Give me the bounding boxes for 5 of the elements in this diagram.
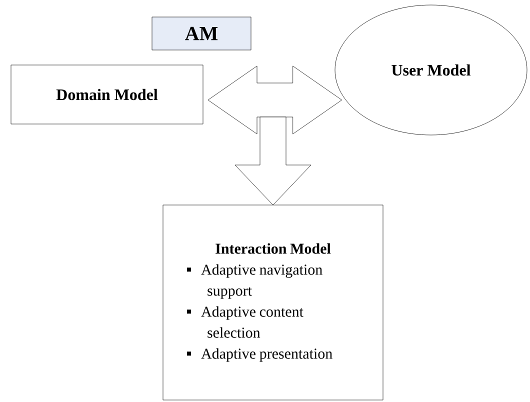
am-box: AM <box>152 16 252 50</box>
domain-model-box: Domain Model <box>10 64 204 124</box>
double-block-arrow <box>208 66 342 134</box>
block-arrow <box>234 116 312 206</box>
interaction-model-box: Interaction Model Adaptive navigation support Adaptive content selection Adaptive presentation <box>162 204 384 400</box>
